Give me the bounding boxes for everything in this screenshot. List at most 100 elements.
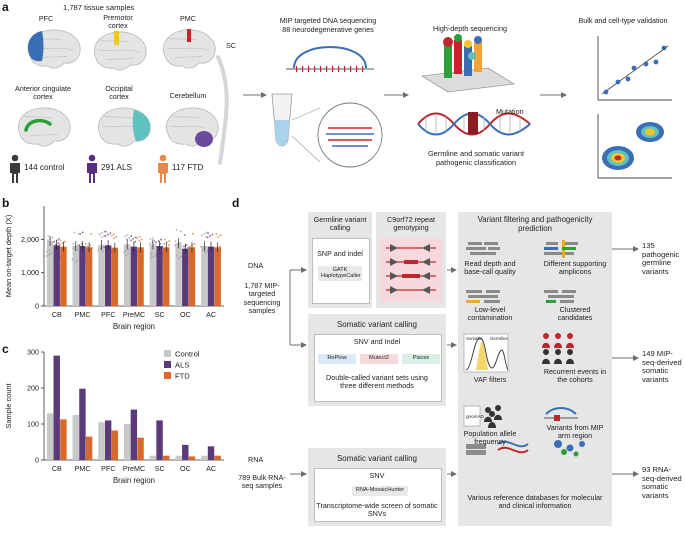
data-point [64, 259, 67, 262]
data-point [163, 242, 166, 245]
data-point [151, 237, 154, 239]
filter-read-depth: Read depth and base-call quality [464, 259, 516, 277]
data-point [108, 248, 111, 250]
validation-scatter-illustration [597, 36, 672, 101]
data-point [179, 241, 181, 244]
bar-oc-0 [175, 455, 182, 460]
bar-sc-0 [149, 455, 157, 460]
data-point [218, 245, 221, 248]
data-point [79, 258, 82, 261]
output-mip-somatic: 149 MIP-seq-derived somatic variants [642, 349, 682, 385]
brain-cb-illustration [165, 107, 219, 147]
data-point [130, 239, 132, 242]
data-point [137, 251, 140, 254]
data-point [183, 234, 186, 236]
bar-pmc-0 [72, 246, 79, 306]
data-point [60, 257, 63, 260]
data-point [160, 238, 162, 241]
data-point [112, 248, 114, 251]
output-rna-somatic: 93 RNA-seq-derived somatic variants [642, 465, 682, 501]
y-tick-label: 0 [35, 302, 39, 311]
mutect2-tool-badge: Mutect2 [360, 354, 398, 364]
data-point [206, 236, 209, 239]
bar-pfc-0 [98, 422, 105, 460]
bar-cb-2 [60, 419, 67, 460]
validation-title: Bulk and cell-type validation [578, 16, 668, 25]
data-point [107, 233, 109, 236]
bar-oc-2 [188, 456, 196, 460]
data-point [48, 253, 50, 256]
region-label-cb: Cerebellum [169, 91, 207, 100]
data-point [101, 250, 104, 253]
bar-cb-0 [46, 241, 54, 306]
data-point [164, 257, 167, 259]
bar-premc-1 [130, 409, 138, 460]
data-point [150, 257, 153, 259]
data-point [214, 248, 217, 251]
mutation-label: Mutation [496, 107, 524, 116]
data-point [51, 236, 54, 239]
bar-oc-2 [188, 247, 196, 306]
data-point [136, 237, 139, 239]
x-tick-label: PreMC [123, 464, 145, 473]
tissue-samples-label: 1,787 tissue samples [63, 3, 135, 12]
bar-pmc-0 [72, 415, 79, 460]
data-point [187, 261, 190, 264]
data-point [155, 241, 158, 244]
group-label-control: 144 control [24, 163, 65, 172]
data-point [112, 237, 115, 240]
data-point [56, 253, 59, 256]
data-point [133, 252, 136, 254]
dna-helix-illustration [417, 112, 531, 136]
data-point [140, 238, 143, 241]
x-tick-label: OC [180, 464, 191, 473]
bar-pfc-0 [98, 245, 105, 306]
data-point [180, 256, 183, 258]
brain-oc-illustration [97, 107, 151, 147]
data-point [217, 261, 220, 264]
y-axis-label: Mean on-target depth (X) [4, 215, 13, 298]
y-tick-label: 0 [35, 456, 39, 465]
region-label-pmc: PMC [180, 14, 196, 23]
bar-premc-0 [123, 244, 131, 306]
filter-icons [463, 240, 585, 457]
mip-title: MIP targeted DNA sequencing [279, 16, 377, 25]
data-point [209, 235, 211, 237]
data-point [167, 244, 170, 247]
data-point [192, 232, 194, 235]
transcriptome-text: Transcriptome-wide screen of somatic SNV… [316, 501, 438, 519]
data-point [200, 234, 203, 237]
data-point [168, 240, 171, 242]
data-point [158, 254, 161, 257]
somatic-dna-title: Somatic variant calling [336, 320, 418, 329]
y-axis-label: Sample count [4, 383, 13, 428]
data-point [62, 256, 65, 259]
replow-tool-badge: RePlow [318, 354, 356, 364]
brain-premotor-illustration [93, 31, 147, 71]
region-label-premotor: Premotor cortex [103, 13, 133, 31]
hds-title: High-depth sequencing [433, 24, 507, 33]
data-point [208, 246, 211, 249]
data-point [183, 245, 185, 248]
data-point [157, 240, 160, 242]
data-point [77, 232, 80, 235]
data-point [177, 257, 180, 260]
vaf-germline-label: Germline [490, 336, 508, 341]
bar-oc-1 [182, 444, 189, 460]
data-point [103, 246, 106, 249]
flow-arrows-a [243, 92, 567, 98]
data-point [159, 242, 162, 245]
mip-probe-illustration [286, 46, 374, 72]
data-point [45, 255, 48, 257]
data-point [134, 236, 137, 239]
data-point [80, 247, 83, 250]
data-point [134, 240, 137, 243]
person-als-icon [87, 154, 97, 183]
bar-ac-2 [214, 247, 221, 306]
data-point [105, 230, 107, 233]
data-point [162, 258, 165, 261]
bar-oc-0 [175, 243, 182, 306]
data-point [76, 248, 79, 251]
mip-subtitle: 88 neurodegenerative genes [282, 25, 374, 34]
x-tick-label: PreMC [123, 310, 145, 319]
